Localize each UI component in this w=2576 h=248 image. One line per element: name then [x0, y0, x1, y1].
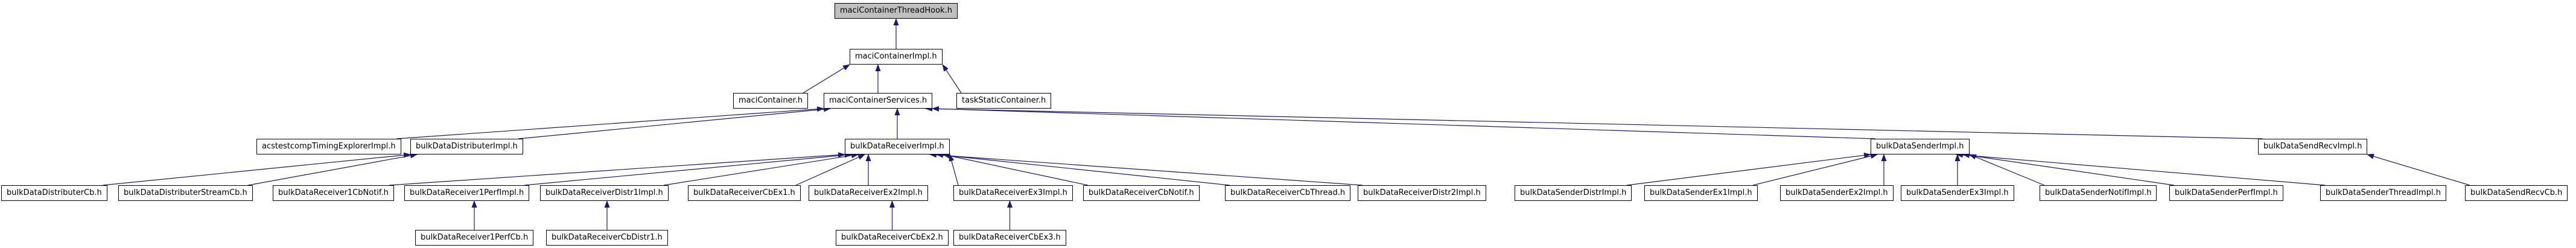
graph-node-bulkDataReceiverEx3Impl[interactable]: bulkDataReceiverEx3Impl.h — [953, 185, 1073, 201]
edge-bulkDataReceiver1CbNotif-to-bulkDataReceiverImpl — [389, 152, 845, 186]
graph-node-bulkDataSenderNotifImpl[interactable]: bulkDataSenderNotifImpl.h — [2040, 185, 2157, 201]
edge-bulkDataReceiverCbEx1-to-bulkDataReceiverImpl — [795, 154, 865, 186]
graph-node-maciContainerServices[interactable]: maciContainerServices.h — [824, 93, 933, 109]
edge-bulkDataReceiverEx3Impl-to-bulkDataReceiverImpl — [949, 154, 959, 186]
graph-node-bulkDataReceiverImpl[interactable]: bulkDataReceiverImpl.h — [845, 139, 950, 154]
graph-node-bulkDataSendRecvImpl[interactable]: bulkDataSendRecvImpl.h — [2258, 139, 2368, 154]
edge-taskStaticContainer-to-maciContainerImpl — [942, 64, 962, 94]
graph-node-bulkDataReceiverDistr1Impl[interactable]: bulkDataReceiverDistr1Impl.h — [540, 185, 669, 201]
edge-bulkDataDistributerImpl-to-maciContainerServices — [518, 106, 831, 139]
graph-node-bulkDataReceiver1PerfImpl[interactable]: bulkDataReceiver1PerfImpl.h — [404, 185, 530, 201]
graph-node-bulkDataReceiverCbDistr1[interactable]: bulkDataReceiverCbDistr1.h — [546, 230, 668, 246]
graph-node-bulkDataReceiver1PerfCb[interactable]: bulkDataReceiver1PerfCb.h — [415, 230, 534, 246]
graph-node-bulkDataSenderImpl[interactable]: bulkDataSenderImpl.h — [1871, 139, 1970, 154]
edge-bulkDataSenderImpl-to-maciContainerServices — [932, 106, 1876, 139]
graph-node-bulkDataSenderEx2Impl[interactable]: bulkDataSenderEx2Impl.h — [1780, 185, 1894, 201]
edge-bulkDataSendRecvImpl-to-maciContainerServices — [925, 106, 2263, 139]
graph-node-maciContainer[interactable]: maciContainer.h — [733, 93, 809, 109]
edge-bulkDataDistributerCb-to-bulkDataDistributerImpl — [102, 152, 411, 186]
edge-bulkDataReceiver1PerfImpl-to-bulkDataReceiverImpl — [524, 152, 852, 186]
graph-node-bulkDataReceiverCbThread[interactable]: bulkDataReceiverCbThread.h — [1225, 185, 1351, 201]
graph-node-bulkDataSenderEx1Impl[interactable]: bulkDataSenderEx1Impl.h — [1644, 185, 1758, 201]
edge-bulkDataSenderEx1Impl-to-bulkDataSenderImpl — [1752, 153, 1878, 186]
edge-bulkDataReceiverDistr1Impl-to-bulkDataReceiverImpl — [663, 153, 859, 186]
graph-node-bulkDataSenderDistrImpl[interactable]: bulkDataSenderDistrImpl.h — [1515, 185, 1632, 201]
graph-node-taskStaticContainer[interactable]: taskStaticContainer.h — [956, 93, 1052, 109]
graph-node-bulkDataReceiverDistr2Impl[interactable]: bulkDataReceiverDistr2Impl.h — [1358, 185, 1486, 201]
graph-node-bulkDataDistributerCb[interactable]: bulkDataDistributerCb.h — [1, 185, 107, 201]
edge-acstestcompTimingExplorerImpl-to-maciContainerServices — [396, 106, 824, 139]
graph-node-bulkDataReceiver1CbNotif[interactable]: bulkDataReceiver1CbNotif.h — [273, 185, 394, 201]
graph-node-bulkDataSenderEx3Impl[interactable]: bulkDataSenderEx3Impl.h — [1901, 185, 2014, 201]
edge-bulkDataReceiverCbThread-to-bulkDataReceiverImpl — [936, 152, 1230, 186]
graph-node-maciContainerImpl[interactable]: maciContainerImpl.h — [850, 49, 943, 65]
edge-bulkDataSenderDistrImpl-to-bulkDataSenderImpl — [1626, 152, 1871, 186]
edge-bulkDataSenderThreadImpl-to-bulkDataSenderImpl — [1956, 152, 2326, 186]
edge-bulkDataReceiverDistr2Impl-to-bulkDataReceiverImpl — [929, 152, 1363, 186]
graph-node-bulkDataSenderThreadImpl[interactable]: bulkDataSenderThreadImpl.h — [2320, 185, 2446, 201]
graph-node-bulkDataSendRecvCb[interactable]: bulkDataSendRecvCb.h — [2465, 185, 2568, 201]
graph-node-bulkDataSenderPerfImpl[interactable]: bulkDataSenderPerfImpl.h — [2169, 185, 2283, 201]
edge-bulkDataSenderNotifImpl-to-bulkDataSenderImpl — [1969, 154, 2045, 186]
edge-bulkDataSenderPerfImpl-to-bulkDataSenderImpl — [1962, 153, 2175, 186]
graph-node-maciContainerThreadHook[interactable]: maciContainerThreadHook.h — [835, 3, 958, 19]
graph-node-bulkDataReceiverCbEx2[interactable]: bulkDataReceiverCbEx2.h — [836, 230, 949, 246]
graph-node-bulkDataReceiverEx2Impl[interactable]: bulkDataReceiverEx2Impl.h — [809, 185, 928, 201]
graph-node-bulkDataDistributerImpl[interactable]: bulkDataDistributerImpl.h — [410, 139, 523, 154]
graph-node-acstestcompTimingExplorerImpl[interactable]: acstestcompTimingExplorerImpl.h — [256, 139, 401, 154]
graph-node-bulkDataReceiverCbEx1[interactable]: bulkDataReceiverCbEx1.h — [688, 185, 801, 201]
graph-node-bulkDataReceiverCbEx3[interactable]: bulkDataReceiverCbEx3.h — [953, 230, 1066, 246]
graph-node-bulkDataDistributerStreamCb[interactable]: bulkDataDistributerStreamCb.h — [118, 185, 253, 201]
edge-bulkDataSendRecvCb-to-bulkDataSendRecvImpl — [2367, 153, 2470, 186]
graph-node-bulkDataReceiverCbNotif[interactable]: bulkDataReceiverCbNotif.h — [1083, 185, 1200, 201]
edge-bulkDataReceiverCbNotif-to-bulkDataReceiverImpl — [943, 153, 1089, 186]
edge-bulkDataDistributerStreamCb-to-bulkDataDistributerImpl — [247, 153, 418, 186]
edge-maciContainer-to-maciContainerImpl — [803, 64, 850, 94]
